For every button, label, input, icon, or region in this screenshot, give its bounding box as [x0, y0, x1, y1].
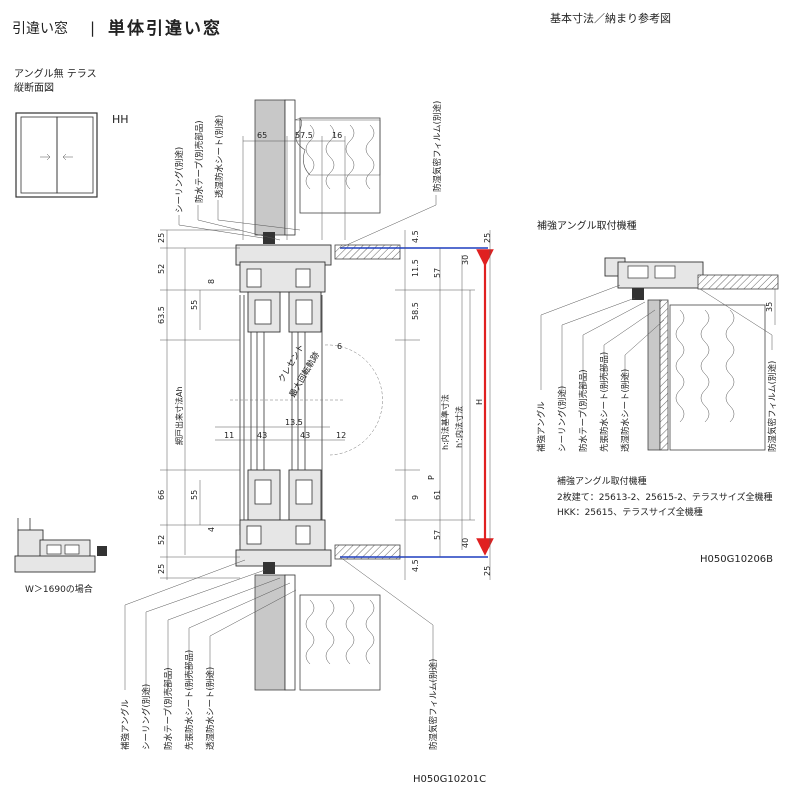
upper-sill-board — [334, 244, 401, 260]
callout-angle-bottom: 補強アングル — [120, 699, 131, 750]
lower-frame-post — [254, 574, 286, 691]
angle-callout-vapor: 防湿気密フィルム(別途) — [767, 361, 778, 452]
lower-wall — [254, 544, 401, 691]
angle-sealing — [632, 288, 644, 300]
left-dimension-chain: 25 52 63.5 55 8 網戸出来寸法Ah 66 55 4 52 25 — [157, 229, 240, 580]
product-info: アングル無 テラス 縦断面図 HH — [14, 67, 129, 198]
dim-right-61: 61 — [433, 490, 442, 500]
angle-notes-title: 補強アングル取付機種 — [557, 475, 647, 487]
top-callouts: シーリング(別途) 防水テープ(別売部品) 透湿防水シート(別途) 防湿気密フィ… — [174, 101, 443, 249]
dim-right-4-5-bottom: 4.5 — [411, 559, 420, 572]
sash-lower — [247, 469, 322, 521]
dim-right-30: 30 — [461, 255, 470, 265]
product-type-label: アングル無 テラス — [14, 67, 97, 80]
lower-insulation — [299, 594, 381, 691]
page-subtitle: 基本寸法／納まり参考図 — [550, 11, 671, 25]
header: 引違い窓 | 単体引違い窓 基本寸法／納まり参考図 — [12, 11, 671, 39]
top-dimension-chain: 65 57.5 16 — [242, 131, 346, 240]
category-label: 引違い窓 — [12, 20, 68, 37]
angle-note-2: HKK：25615、テラスサイズ全機種 — [557, 506, 703, 518]
callout-sealing-top: シーリング(別途) — [174, 147, 185, 213]
dim-left-63-5: 63.5 — [157, 306, 166, 324]
angle-dim-35: 35 — [765, 302, 774, 312]
product-code: HH — [112, 113, 129, 126]
inner-std-label: h:内法基準寸法 — [440, 394, 450, 450]
dim-left-52-top: 52 — [157, 264, 166, 274]
upper-insulation — [299, 117, 381, 214]
dim-mid-43-left: 43 — [257, 431, 267, 440]
dim-left-52-bottom: 52 — [157, 535, 166, 545]
main-drawing-code: H050G10201C — [413, 774, 486, 785]
window-thumbnail-icon — [15, 112, 98, 198]
frame-head — [235, 232, 332, 293]
angle-sill-board — [697, 274, 779, 290]
dim-left-55-bottom: 55 — [190, 490, 199, 500]
small-detail: W＞1690の場合 — [14, 518, 107, 595]
main-section-drawing: クレセント 最大回転軌跡 H 25 52 63.5 55 8 網戸出 — [120, 99, 494, 785]
dim-left-4: 4 — [207, 527, 216, 532]
lower-sill-board — [334, 544, 401, 560]
dim-right-57-bottom: 57 — [433, 530, 442, 540]
dim-left-25-bottom: 25 — [157, 564, 166, 574]
sealing-bottom — [263, 562, 275, 574]
dim-right-40: 40 — [461, 538, 470, 548]
dim-right-11-5: 11.5 — [411, 259, 420, 277]
angle-note-1: 2枚建て：25613-2、25615-2、テラスサイズ全機種 — [557, 491, 773, 503]
sealing-top — [263, 232, 275, 244]
dim-right-58-5: 58.5 — [411, 302, 420, 320]
dim-screen-height: 網戸出来寸法Ah — [174, 386, 184, 445]
middle-dimension-chain: 11 43 13.5 43 12 6 — [215, 342, 346, 441]
callout-sealing-bottom: シーリング(別途) — [141, 684, 152, 750]
bottom-callouts: 補強アングル シーリング(別途) 防水テープ(別売部品) 先張防水シート(別売部… — [120, 556, 439, 750]
dim-left-25-top: 25 — [157, 233, 166, 243]
angle-callout-permeable: 透湿防水シート(別途) — [620, 369, 631, 452]
inner-dim-label: h':内法寸法 — [454, 406, 464, 448]
crescent-arc — [324, 344, 383, 456]
dim-P: P — [427, 475, 436, 480]
dim-top-65: 65 — [257, 131, 267, 140]
dim-right-25-top: 25 — [483, 233, 492, 243]
callout-vapor-film-top: 防湿気密フィルム(別途) — [432, 101, 443, 192]
dim-mid-13-5: 13.5 — [285, 418, 303, 427]
upper-sheet-layer — [284, 99, 296, 236]
angle-detail: 補強アングル取付機種 35 補強アングル シーリング(別途) 防水テープ(別売部… — [536, 219, 779, 565]
view-label: 縦断面図 — [14, 81, 54, 94]
callout-waterproof-tape-top: 防水テープ(別売部品) — [194, 120, 205, 203]
angle-callout-angle: 補強アングル — [536, 401, 547, 452]
angle-drawing-code: H050G10206B — [700, 554, 773, 565]
frame-sill — [235, 519, 332, 574]
dim-left-55-top: 55 — [190, 300, 199, 310]
sash-upper — [239, 291, 323, 535]
dim-right-25-bottom: 25 — [483, 566, 492, 576]
callout-permeable-sheet-top: 透湿防水シート(別途) — [214, 115, 225, 198]
angle-frame-post — [647, 299, 661, 451]
dim-H: H — [475, 399, 484, 405]
callout-waterproof-tape-bottom: 防水テープ(別売部品) — [163, 667, 174, 750]
right-dimension-chain: 4.5 11.5 58.5 30 57 25 9 61 P 57 40 4.5 … — [395, 230, 492, 580]
small-detail-caption: W＞1690の場合 — [25, 583, 93, 595]
angle-callout-presheet: 先張防水シート(別売部品) — [599, 352, 610, 452]
callout-presheet-bottom: 先張防水シート(別売部品) — [184, 650, 195, 750]
page-title: 単体引違い窓 — [108, 18, 222, 39]
dim-right-4-5-top: 4.5 — [411, 230, 420, 243]
header-separator: | — [90, 19, 95, 37]
upper-wall — [254, 99, 401, 260]
dim-top-16: 16 — [332, 131, 342, 140]
dim-mid-6: 6 — [337, 342, 342, 351]
dim-mid-11: 11 — [224, 431, 234, 440]
dim-top-57-5: 57.5 — [295, 131, 313, 140]
callout-permeable-sheet-bottom: 透湿防水シート(別途) — [205, 667, 216, 750]
dim-mid-43-right: 43 — [300, 431, 310, 440]
dim-right-57-top: 57 — [433, 268, 442, 278]
dim-right-9: 9 — [411, 495, 420, 500]
dim-mid-12: 12 — [336, 431, 346, 440]
angle-detail-title: 補強アングル取付機種 — [537, 219, 637, 232]
upper-frame-post — [254, 99, 286, 236]
angle-callout-tape: 防水テープ(別売部品) — [578, 369, 589, 452]
dim-left-66: 66 — [157, 490, 166, 500]
dim-left-8: 8 — [207, 279, 216, 284]
callout-vapor-film-bottom: 防湿気密フィルム(別途) — [428, 659, 439, 750]
angle-callout-sealing: シーリング(別途) — [557, 386, 568, 452]
